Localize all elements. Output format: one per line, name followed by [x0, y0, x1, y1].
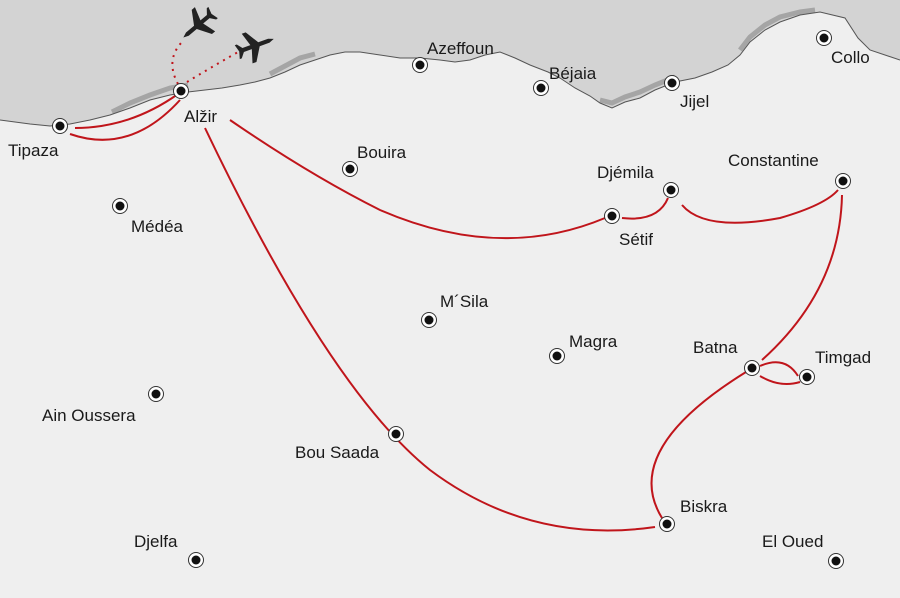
city-label-batna: Batna [693, 338, 738, 357]
city-marker-alzir [173, 83, 189, 99]
city-label-azeffoun: Azeffoun [427, 39, 494, 58]
route-setif-djemila [621, 197, 669, 220]
city-marker-collo [816, 30, 832, 46]
city-dot [607, 211, 617, 221]
city-dot [55, 121, 65, 131]
city-label-collo: Collo [831, 48, 870, 67]
city-dot [176, 86, 186, 96]
city-label-bouira: Bouira [357, 143, 407, 162]
city-dot [536, 83, 546, 93]
city-dot [345, 164, 355, 174]
route-biskra-alzir [204, 127, 656, 532]
city-marker-msila [421, 312, 437, 328]
city-marker-azeffoun [412, 57, 428, 73]
city-marker-batna [744, 360, 760, 376]
city-dot [552, 351, 562, 361]
city-dot [115, 201, 125, 211]
route-batna-timgad [759, 361, 799, 377]
plane-icon [234, 32, 274, 64]
city-marker-ain-oussera [148, 386, 164, 402]
city-marker-setif [604, 208, 620, 224]
city-dot [819, 33, 829, 43]
route-lines [69, 93, 843, 532]
city-dot [838, 176, 848, 186]
city-dot [191, 555, 201, 565]
coastline [0, 11, 900, 127]
sea [0, 0, 900, 126]
city-label-setif: Sétif [619, 230, 653, 249]
city-label-djelfa: Djelfa [134, 532, 178, 551]
city-marker-timgad [799, 369, 815, 385]
city-marker-djemila [663, 182, 679, 198]
plane-icon [183, 6, 218, 38]
route-batna-biskra [650, 371, 747, 519]
route-tipaza-alzir [69, 99, 181, 141]
city-marker-jijel [664, 75, 680, 91]
city-label-ain-oussera: Ain Oussera [42, 406, 136, 425]
city-marker-bejaia [533, 80, 549, 96]
city-marker-bouira [342, 161, 358, 177]
city-label-el-oued: El Oued [762, 532, 823, 551]
city-label-bou-saada: Bou Saada [295, 443, 380, 462]
coast-shadow [110, 7, 816, 115]
city-dot [666, 185, 676, 195]
city-marker-bou-saada [388, 426, 404, 442]
route-timgad-batna [759, 375, 801, 385]
flight-path-departure [186, 51, 239, 83]
route-alzir-tipaza [74, 93, 179, 129]
city-label-djemila: Djémila [597, 163, 654, 182]
flight-paths [171, 41, 239, 85]
route-alzir-setif [229, 119, 606, 240]
city-markers [52, 30, 851, 569]
city-label-medea: Médéa [131, 217, 184, 236]
city-dot [415, 60, 425, 70]
city-label-tipaza: Tipaza [8, 141, 59, 160]
city-dot [747, 363, 757, 373]
route-constantine-batna [761, 194, 843, 361]
city-marker-djelfa [188, 552, 204, 568]
city-label-bejaia: Béjaia [549, 64, 597, 83]
city-label-timgad: Timgad [815, 348, 871, 367]
city-marker-medea [112, 198, 128, 214]
city-dot [424, 315, 434, 325]
city-label-msila: M´Sila [440, 292, 489, 311]
city-marker-magra [549, 348, 565, 364]
city-dot [391, 429, 401, 439]
city-marker-constantine [835, 173, 851, 189]
city-dot [831, 556, 841, 566]
city-dot [667, 78, 677, 88]
city-label-biskra: Biskra [680, 497, 728, 516]
city-label-constantine: Constantine [728, 151, 819, 170]
city-dot [151, 389, 161, 399]
city-label-magra: Magra [569, 332, 618, 351]
city-dot [802, 372, 812, 382]
city-marker-tipaza [52, 118, 68, 134]
city-label-alzir: Alžir [184, 107, 217, 126]
city-label-jijel: Jijel [680, 92, 709, 111]
route-djemila-constantine [681, 189, 839, 224]
city-marker-biskra [659, 516, 675, 532]
city-marker-el-oued [828, 553, 844, 569]
city-dot [662, 519, 672, 529]
